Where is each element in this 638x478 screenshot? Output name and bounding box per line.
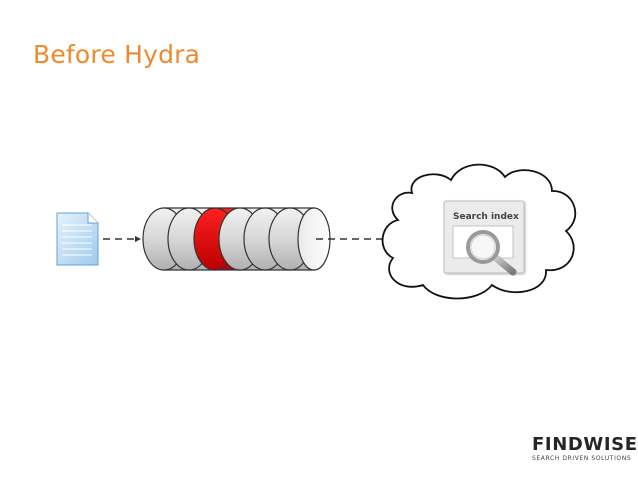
findwise-logo: FINDWISE SEARCH DRIVEN SOLUTIONS	[532, 434, 638, 464]
magnifier-icon	[466, 230, 517, 276]
logo-name: FINDWISE	[532, 434, 638, 455]
pipeline-end-face	[297, 207, 331, 271]
document-icon	[56, 212, 99, 266]
slide-title: Before Hydra	[33, 40, 201, 69]
logo-tagline: SEARCH DRIVEN SOLUTIONS	[532, 455, 632, 462]
arrow-to-pipeline	[103, 236, 141, 242]
search-index-label: Search index	[453, 212, 519, 222]
pipeline-stages	[142, 207, 331, 271]
